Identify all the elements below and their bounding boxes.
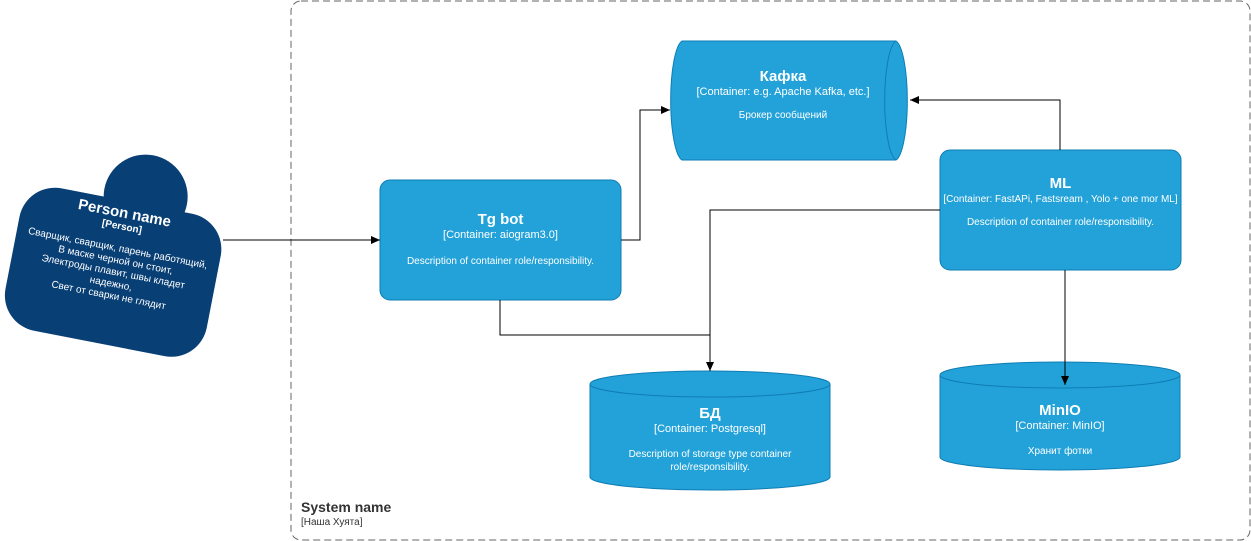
- ml-label: ML [Container: FastAPi, Fastsream , Yolo…: [940, 175, 1181, 229]
- tgbot-title: Tg bot: [477, 211, 524, 228]
- minio-storage-body: [939, 361, 1181, 471]
- minio-description: Хранит фотки: [1027, 446, 1093, 457]
- kafka-tech: [Container: e.g. Apache Kafka, etc.]: [696, 86, 870, 98]
- system-name: System name: [301, 499, 392, 515]
- minio-label: MinIO [Container: MinIO] Хранит фотки: [950, 402, 1170, 458]
- system-label: System name [Наша Хуята]: [301, 499, 391, 529]
- db-database-top: [589, 383, 831, 398]
- db-tech: [Container: Postgresql]: [654, 423, 766, 435]
- kafka-queue[interactable]: [670, 40, 908, 161]
- person-actor[interactable]: Person name [Person] Сварщик, сварщик, п…: [0, 132, 237, 367]
- db-database[interactable]: [589, 370, 831, 491]
- ml-title: ML: [1049, 175, 1072, 192]
- kafka-description: Брокер сообщений: [738, 110, 828, 121]
- edge-ml-to-db[interactable]: [706, 209, 940, 371]
- edge-tgbot-to-kafka[interactable]: [621, 106, 670, 241]
- db-description: Description of storage type container ro…: [628, 449, 792, 473]
- db-title: БД: [699, 405, 721, 422]
- minio-storage[interactable]: [939, 361, 1181, 471]
- kafka-title: Кафка: [759, 68, 807, 85]
- edge-tgbot-to-db[interactable]: [499, 300, 710, 336]
- ml-description: Description of container role/responsibi…: [966, 217, 1155, 228]
- tgbot-tech: [Container: aiogram3.0]: [443, 229, 558, 241]
- system-boundary[interactable]: [290, 0, 1251, 541]
- tgbot-label: Tg bot [Container: aiogram3.0] Descripti…: [380, 211, 621, 268]
- db-database-body: [589, 370, 831, 491]
- minio-title: MinIO: [1039, 402, 1081, 419]
- tgbot-description: Description of container role/responsibi…: [406, 256, 595, 267]
- edge-ml-to-kafka[interactable]: [910, 96, 1061, 150]
- minio-storage-top: [939, 374, 1181, 389]
- system-tag: [Наша Хуята]: [301, 517, 363, 528]
- db-label: БД [Container: Postgresql] Description o…: [600, 405, 820, 474]
- minio-tech: [Container: MinIO]: [1015, 420, 1105, 432]
- kafka-label: Кафка [Container: e.g. Apache Kafka, etc…: [672, 68, 894, 122]
- kafka-queue-end: [884, 40, 897, 161]
- ml-tech: [Container: FastAPi, Fastsream , Yolo + …: [943, 194, 1178, 205]
